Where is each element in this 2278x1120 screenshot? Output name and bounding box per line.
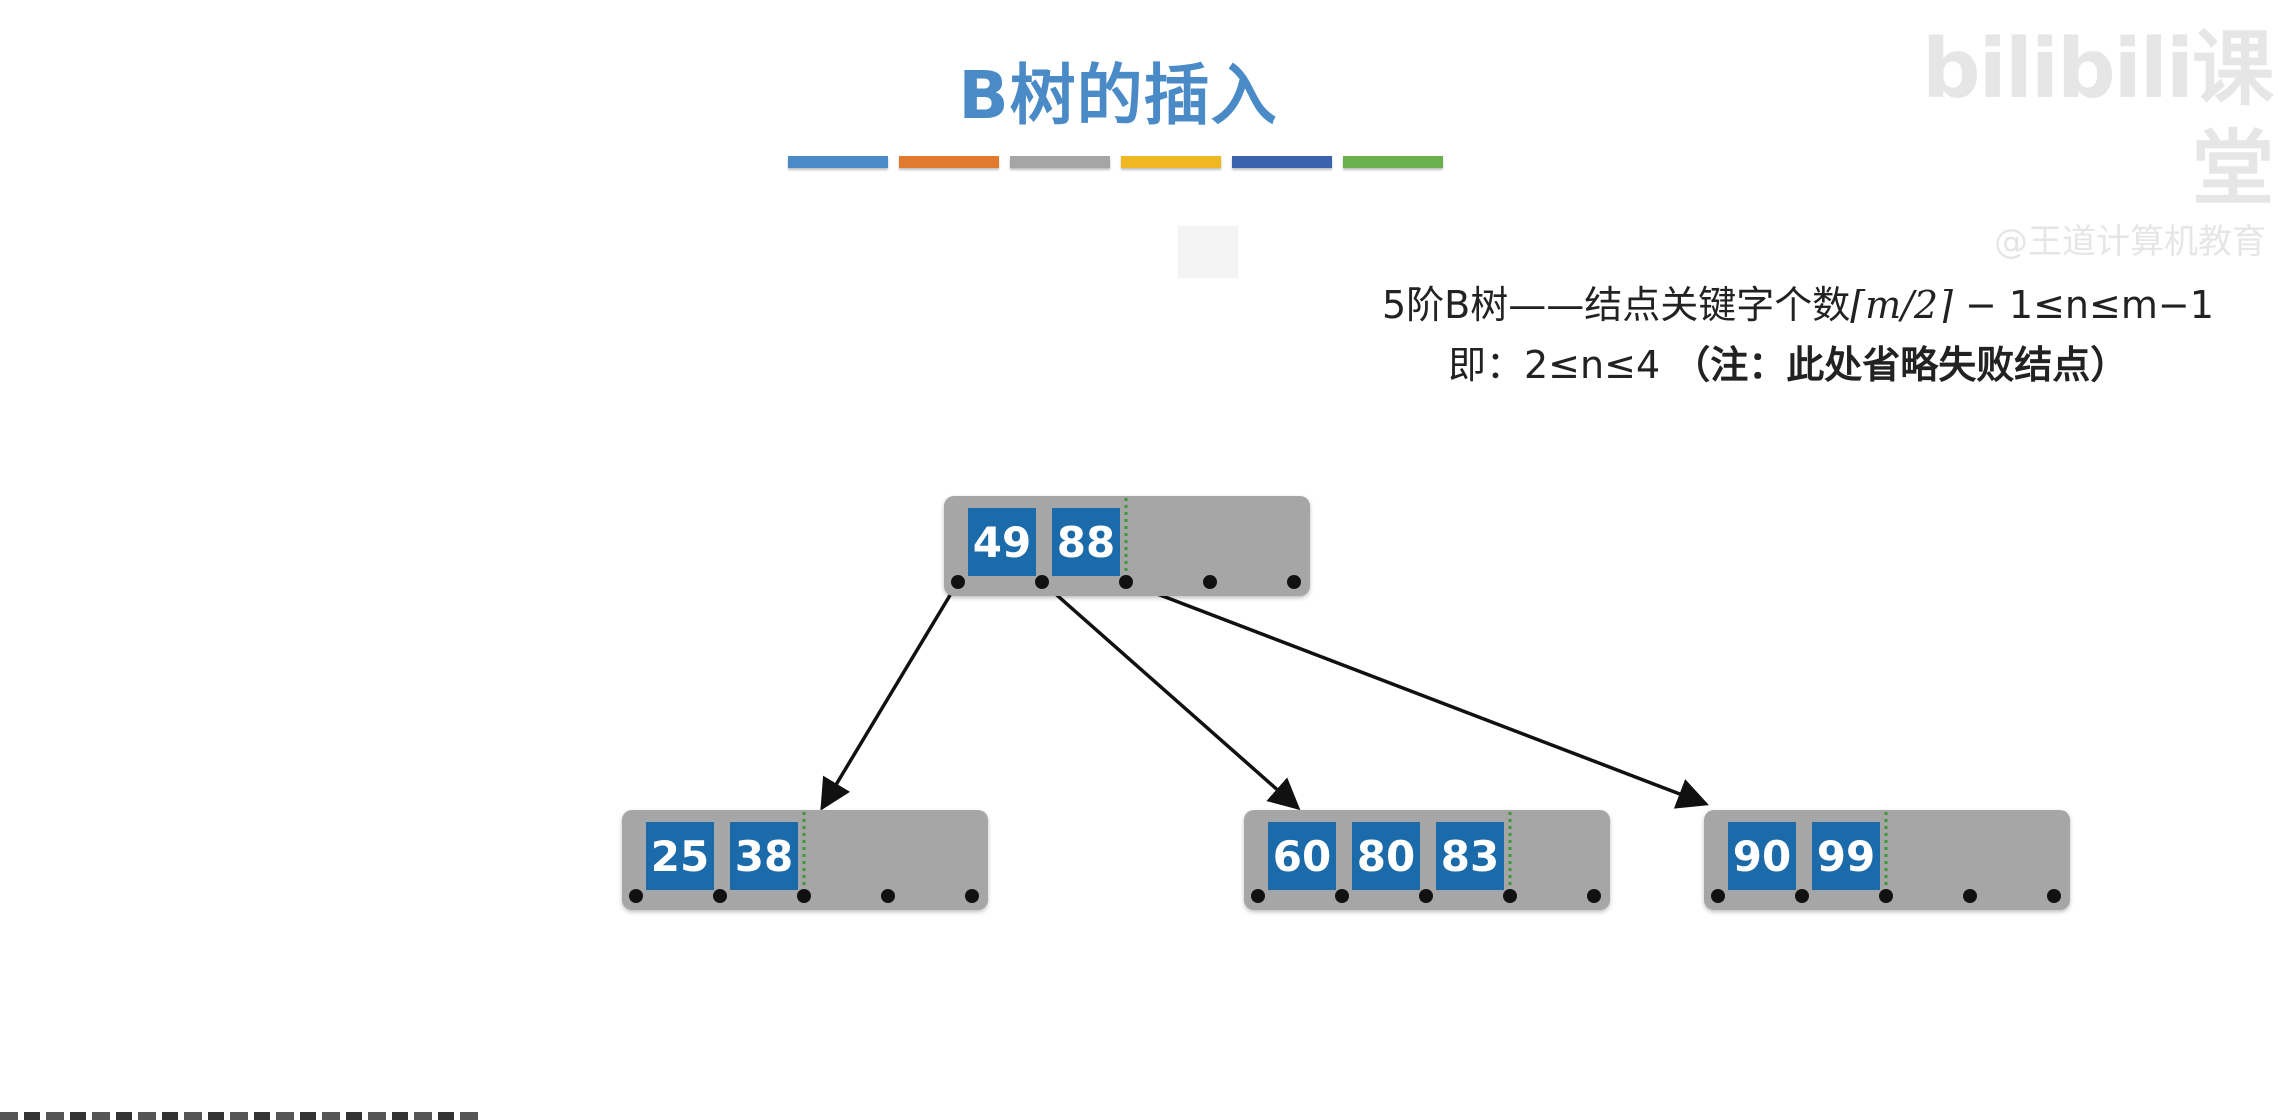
child-pointer-dot bbox=[1419, 889, 1433, 903]
child-pointer-dot bbox=[951, 575, 965, 589]
key-cell bbox=[1268, 822, 1336, 890]
key-cell bbox=[730, 822, 798, 890]
child-pointer-dot bbox=[1035, 575, 1049, 589]
key-label: 25 bbox=[651, 832, 709, 881]
child-node-1: 25 38 bbox=[622, 810, 988, 910]
child-pointer-dot bbox=[1119, 575, 1133, 589]
order-rule-ceil: ⌈m/2⌉ bbox=[1850, 283, 1953, 327]
child-pointer-dot bbox=[881, 889, 895, 903]
child-pointer-dot bbox=[629, 889, 643, 903]
order-rule-prefix: 5阶B树——结点关键字个数 bbox=[1382, 283, 1851, 327]
title-bar-segment bbox=[1010, 156, 1110, 168]
watermark-subtitle: @王道计算机教育 bbox=[1994, 222, 2266, 262]
title-bar-segment bbox=[1232, 156, 1332, 168]
child-node-2: 60 80 83 bbox=[1244, 810, 1610, 910]
tree-edges bbox=[820, 580, 1709, 811]
key-cell bbox=[1436, 822, 1504, 890]
child-pointer-dot bbox=[1335, 889, 1349, 903]
title-bar-segment bbox=[788, 156, 888, 168]
key-cell bbox=[646, 822, 714, 890]
key-cell bbox=[1812, 822, 1880, 890]
bottom-caption-strip bbox=[0, 1112, 480, 1120]
child-pointer-dot bbox=[1963, 889, 1977, 903]
child-node-3: 90 99 bbox=[1704, 810, 2070, 910]
key-label: 90 bbox=[1733, 832, 1791, 881]
title-bar-segment bbox=[1343, 156, 1443, 168]
child-pointer-dot bbox=[1251, 889, 1265, 903]
key-label: 88 bbox=[1057, 518, 1115, 567]
child-pointer-dot bbox=[713, 889, 727, 903]
root-node: 49 88 bbox=[944, 496, 1310, 596]
bilibili-watermark: bilibili课堂 @王道计算机教育 bbox=[1892, 20, 2274, 262]
child-pointer-dot bbox=[1203, 575, 1217, 589]
child-pointer-dot bbox=[1287, 575, 1301, 589]
key-label: 38 bbox=[735, 832, 793, 881]
title-underline-bars bbox=[788, 156, 1448, 168]
order-rule-suffix: − 1≤n≤m−1 bbox=[1952, 283, 2214, 327]
key-label: 83 bbox=[1441, 832, 1499, 881]
title-bar-segment bbox=[1121, 156, 1221, 168]
range-remark: （注：此处省略失败结点） bbox=[1672, 343, 2129, 387]
range-note: 即：2≤n≤4 （注：此处省略失败结点） bbox=[1448, 334, 2128, 389]
child-edge-arrow bbox=[1040, 580, 1301, 811]
child-edge-arrow bbox=[1125, 580, 1709, 809]
child-pointer-dot bbox=[1587, 889, 1601, 903]
watermark-logo: bilibili课堂 bbox=[1921, 22, 2274, 217]
title-bar-segment bbox=[899, 156, 999, 168]
range-prefix: 即：2≤n≤4 bbox=[1448, 343, 1673, 387]
order-rule-note: 5阶B树——结点关键字个数⌈m/2⌉ − 1≤n≤m−1 bbox=[1382, 274, 2214, 329]
key-cell bbox=[1728, 822, 1796, 890]
child-pointer-dot bbox=[1795, 889, 1809, 903]
key-cell bbox=[1352, 822, 1420, 890]
key-cell bbox=[1052, 508, 1120, 576]
child-pointer-dot bbox=[2047, 889, 2061, 903]
slide-title: B树的插入 bbox=[958, 57, 1278, 134]
child-pointer-dot bbox=[1711, 889, 1725, 903]
key-label: 49 bbox=[973, 518, 1031, 567]
key-label: 60 bbox=[1273, 832, 1331, 881]
child-pointer-dot bbox=[965, 889, 979, 903]
child-pointer-dot bbox=[1503, 889, 1517, 903]
child-pointer-dot bbox=[797, 889, 811, 903]
slide-smudge bbox=[1178, 226, 1238, 278]
child-pointer-dot bbox=[1879, 889, 1893, 903]
key-cell bbox=[968, 508, 1036, 576]
key-label: 80 bbox=[1357, 832, 1415, 881]
child-edge-arrow bbox=[820, 581, 960, 811]
key-label: 99 bbox=[1817, 832, 1875, 881]
tree-nodes: 49 88 25 38 60 80 83 90 99 bbox=[622, 496, 2070, 910]
